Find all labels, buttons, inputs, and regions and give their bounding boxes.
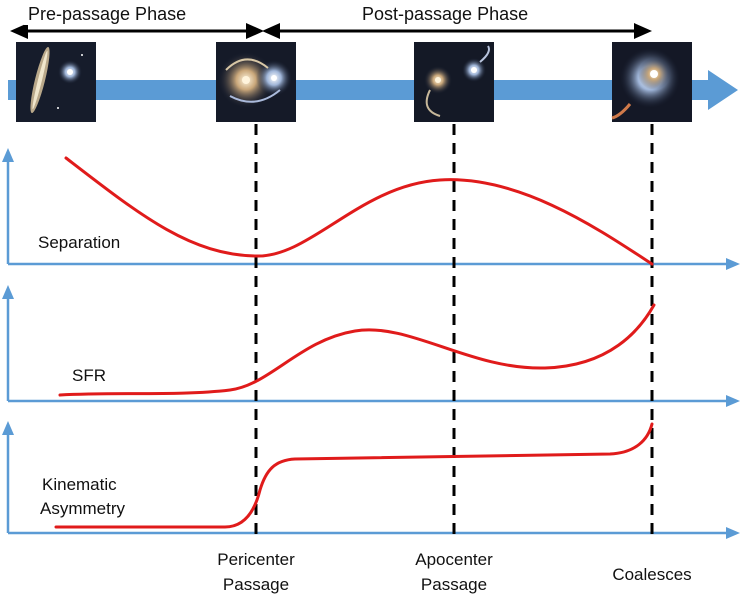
- pericenter-label-line1: Pericenter: [217, 550, 295, 569]
- pre-passage-galaxies-image: [16, 42, 96, 122]
- pericenter-label-line2: Passage: [222, 575, 290, 594]
- separation-curve: [64, 156, 654, 266]
- timeline-arrow: [8, 70, 738, 110]
- sfr-curve: [58, 303, 656, 397]
- separation-axes: [2, 148, 740, 270]
- apocenter-label-line1: Apocenter: [415, 550, 493, 569]
- post-passage-arrow: [262, 23, 652, 39]
- coalesces-label: Coalesces: [612, 565, 692, 584]
- apocenter-galaxies-image: [414, 42, 494, 122]
- pre-passage-arrow: [10, 23, 264, 39]
- kinematic-asymmetry-curve: [54, 422, 654, 529]
- kinematic-label-line2: Asymmetry: [40, 499, 125, 518]
- kinematic-axes: [2, 421, 740, 539]
- separation-label: Separation: [38, 233, 121, 252]
- coalescence-galaxy-image: [611, 42, 692, 122]
- post-passage-phase-label: Post-passage Phase: [358, 4, 533, 25]
- sfr-label: SFR: [72, 366, 106, 385]
- pericenter-galaxies-image: [216, 42, 296, 122]
- apocenter-label-line2: Passage: [420, 575, 488, 594]
- kinematic-label-line1: Kinematic: [42, 475, 117, 494]
- pre-passage-phase-label: Pre-passage Phase: [24, 4, 191, 25]
- sfr-axes: [2, 285, 740, 407]
